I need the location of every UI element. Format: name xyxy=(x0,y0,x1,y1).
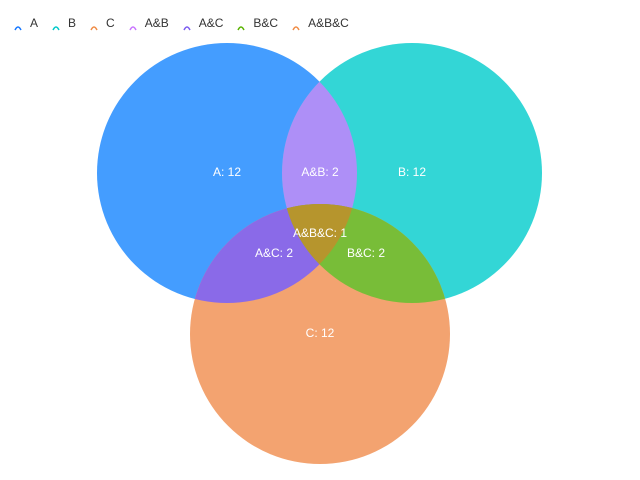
legend-item-b-c[interactable]: B&C xyxy=(237,16,279,31)
legend-label: A&B&C xyxy=(308,16,349,30)
legend: A B C A&B A&C B&C A&B&C xyxy=(14,13,363,33)
intersection-a-c[interactable] xyxy=(190,204,450,464)
region-label-a: A: 12 xyxy=(213,165,241,179)
region-label-c: C: 12 xyxy=(306,326,335,340)
region-label-b: B: 12 xyxy=(398,165,426,179)
legend-item-a-c[interactable]: A&C xyxy=(183,16,224,31)
legend-item-a-b[interactable]: A&B xyxy=(129,16,169,31)
legend-marker-icon xyxy=(129,19,137,31)
legend-marker-icon xyxy=(183,19,191,31)
region-label-a-c: A&C: 2 xyxy=(255,246,293,260)
legend-marker-icon xyxy=(52,19,60,31)
legend-marker-icon xyxy=(237,19,246,31)
region-label-b-c: B&C: 2 xyxy=(347,246,385,260)
legend-marker-icon xyxy=(14,19,22,31)
legend-label: B xyxy=(68,16,77,30)
legend-marker-icon xyxy=(292,19,300,31)
legend-label: C xyxy=(106,16,115,30)
legend-label: A xyxy=(30,16,39,30)
legend-item-c[interactable]: C xyxy=(90,16,115,31)
legend-item-a[interactable]: A xyxy=(14,16,39,31)
legend-label: A&C xyxy=(198,16,224,30)
legend-label: A&B xyxy=(144,16,169,30)
region-label-a-b: A&B: 2 xyxy=(301,165,339,179)
legend-label: B&C xyxy=(253,16,279,30)
legend-item-a-b-c[interactable]: A&B&C xyxy=(292,16,349,31)
region-label-a-b-c: A&B&C: 1 xyxy=(293,226,347,240)
intersection-b-c[interactable] xyxy=(190,204,450,464)
legend-item-b[interactable]: B xyxy=(52,16,77,31)
legend-marker-icon xyxy=(90,19,98,31)
